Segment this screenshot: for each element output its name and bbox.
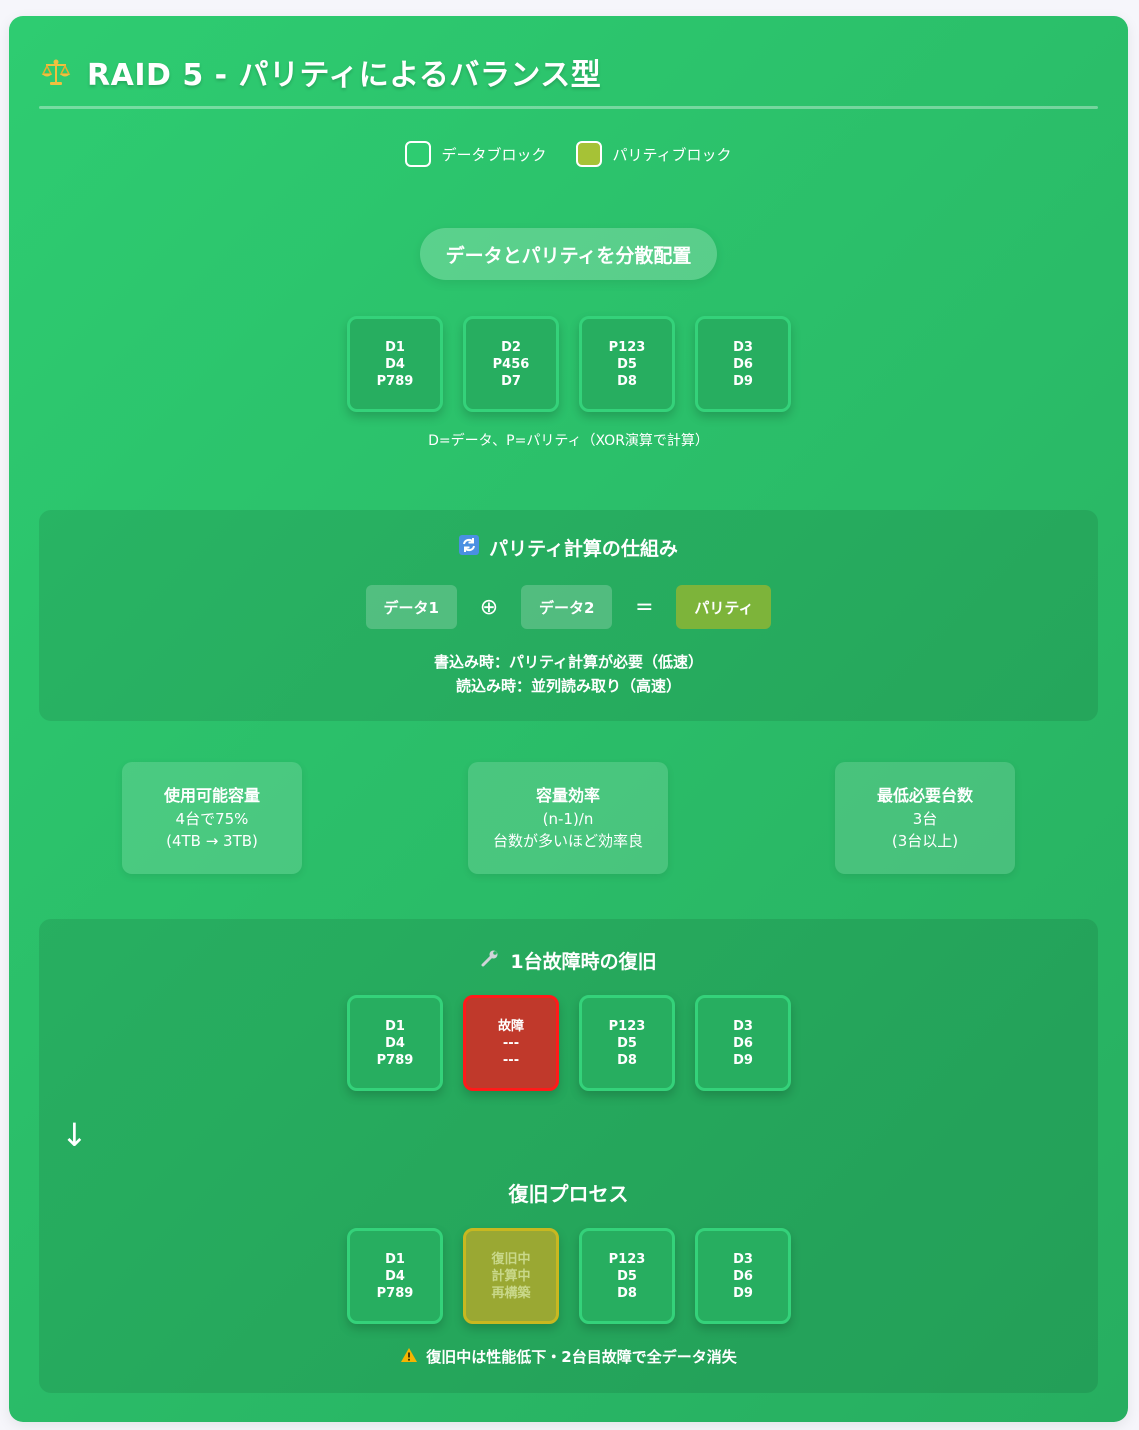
recovery-panel-title: 1台故障時の復旧: [510, 951, 657, 973]
parity-panel-header: パリティ計算の仕組み: [39, 534, 1098, 561]
xor-operator: ⊕: [479, 594, 499, 620]
parity-block-swatch: [576, 141, 603, 167]
distribution-label: データとパリティを分散配置: [420, 228, 717, 280]
wrench-icon: [480, 948, 500, 973]
parity-panel: パリティ計算の仕組み データ1 ⊕ データ2 = パリティ 書込み時：パリティ計…: [39, 510, 1098, 721]
disk-block: D5: [617, 1268, 637, 1284]
write-note: 書込み時：パリティ計算が必要（低速）: [433, 653, 704, 671]
disk-block: ---: [502, 1035, 520, 1051]
stat-efficiency-detail: 台数が多いほど効率良: [492, 831, 643, 850]
disk-4: D3 D6 D9: [695, 316, 791, 412]
disk-block: D4: [385, 1035, 405, 1051]
disk-block: D5: [617, 356, 637, 372]
legend: データブロック パリティブロック: [9, 141, 1128, 167]
stat-min-disks-detail: (3台以上): [891, 831, 959, 850]
disk-block: P456: [492, 356, 530, 372]
disk-block: D6: [733, 356, 753, 372]
disk-1: D1 D4 P789: [347, 995, 443, 1091]
disk-block: D4: [385, 356, 405, 372]
disk-block: 復旧中: [491, 1251, 531, 1267]
disk-4: D3 D6 D9: [695, 995, 791, 1091]
disk-block: P789: [376, 1285, 414, 1301]
recovery-panel-header: 1台故障時の復旧: [9, 947, 1128, 974]
disk-block: D8: [617, 373, 637, 389]
rebuilding-disk: 復旧中 計算中 再構築: [463, 1228, 559, 1324]
disk-2: D2 P456 D7: [463, 316, 559, 412]
warning-text: 復旧中は性能低下・2台目故障で全データ消失: [426, 1348, 737, 1366]
disk-block: D6: [733, 1035, 753, 1051]
stat-capacity-detail: (4TB → 3TB): [166, 831, 258, 850]
disk-block: D9: [733, 1285, 753, 1301]
disk-1: D1 D4 P789: [347, 1228, 443, 1324]
disk-block: D4: [385, 1268, 405, 1284]
legend-parity-label: パリティブロック: [612, 145, 732, 164]
distribution-note: D=データ、P=パリティ（XOR演算で計算）: [428, 433, 709, 449]
stat-efficiency: 容量効率 (n-1)/n 台数が多いほど効率良: [468, 762, 668, 874]
stat-capacity-value: 4台で75%: [175, 809, 249, 828]
disk-block: D1: [385, 1018, 405, 1034]
disk-block: D2: [501, 339, 521, 355]
disk-block: D7: [501, 373, 521, 389]
title-divider: [39, 106, 1098, 109]
failure-disk-row: D1 D4 P789 故障 --- --- P123 D5 D8 D3 D6 D…: [347, 995, 791, 1091]
balance-scale-icon: [39, 55, 73, 89]
warning-icon: [400, 1347, 418, 1367]
legend-item-parity: パリティブロック: [576, 141, 732, 167]
stat-capacity: 使用可能容量 4台で75% (4TB → 3TB): [122, 762, 302, 874]
stat-min-disks: 最低必要台数 3台 (3台以上): [835, 762, 1015, 874]
recovery-warning: 復旧中は性能低下・2台目故障で全データ消失: [9, 1346, 1128, 1367]
disk-1: D1 D4 P789: [347, 316, 443, 412]
disk-4: D3 D6 D9: [695, 1228, 791, 1324]
disk-block: ---: [502, 1052, 520, 1068]
refresh-icon: [459, 535, 480, 560]
data2-chip: データ2: [520, 585, 613, 629]
disk-block: P123: [608, 339, 646, 355]
equals-operator: =: [635, 594, 654, 620]
recovery-process-title: 復旧プロセス: [508, 1182, 629, 1206]
parity-formula: データ1 ⊕ データ2 = パリティ: [39, 585, 1098, 629]
page-title: RAID 5 - パリティによるバランス型: [87, 58, 602, 93]
disk-block: D8: [617, 1285, 637, 1301]
disk-3: P123 D5 D8: [579, 995, 675, 1091]
disk-block: D9: [733, 373, 753, 389]
disk-block: P123: [608, 1251, 646, 1267]
data1-chip: データ1: [365, 585, 457, 629]
disk-block: D3: [733, 339, 753, 355]
disk-block: P789: [376, 1052, 414, 1068]
recovery-panel: [39, 919, 1098, 1393]
title-row: RAID 5 - パリティによるバランス型: [39, 52, 602, 93]
rebuild-disk-row: D1 D4 P789 復旧中 計算中 再構築 P123 D5 D8 D3 D6 …: [347, 1228, 791, 1324]
disk-block: 再構築: [491, 1285, 531, 1301]
failed-disk: 故障 --- ---: [463, 995, 559, 1091]
parity-notes: 書込み時：パリティ計算が必要（低速） 読込み時：並列読み取り（高速）: [39, 650, 1098, 698]
stat-efficiency-title: 容量効率: [535, 785, 600, 805]
raid5-card: RAID 5 - パリティによるバランス型 データブロック パリティブロック デ…: [9, 16, 1128, 1422]
disk-3: P123 D5 D8: [579, 316, 675, 412]
disk-block: D3: [733, 1018, 753, 1034]
disk-block: 計算中: [491, 1268, 531, 1284]
read-note: 読込み時：並列読み取り（高速）: [455, 677, 681, 695]
disk-block: P123: [608, 1018, 646, 1034]
disk-block: D1: [385, 339, 405, 355]
disk-block: D6: [733, 1268, 753, 1284]
disk-block: D5: [617, 1035, 637, 1051]
disk-block: P789: [376, 373, 414, 389]
disk-block: D8: [617, 1052, 637, 1068]
data-block-swatch: [405, 141, 432, 167]
stat-min-disks-title: 最低必要台数: [876, 785, 973, 805]
stat-efficiency-value: (n-1)/n: [542, 809, 594, 828]
stat-capacity-title: 使用可能容量: [163, 785, 260, 805]
parity-panel-title: パリティ計算の仕組み: [489, 538, 678, 560]
legend-item-data: データブロック: [405, 141, 546, 167]
distribution-disk-row: D1 D4 P789 D2 P456 D7 P123 D5 D8 D3 D6 D…: [347, 316, 791, 412]
disk-3: P123 D5 D8: [579, 1228, 675, 1324]
parity-chip: パリティ: [676, 585, 772, 629]
legend-data-label: データブロック: [441, 145, 547, 164]
disk-block: D3: [733, 1251, 753, 1267]
disk-block: D1: [385, 1251, 405, 1267]
disk-block: 故障: [497, 1018, 524, 1034]
down-arrow-icon: ↓: [61, 1116, 88, 1154]
stat-min-disks-value: 3台: [912, 809, 938, 828]
disk-block: D9: [733, 1052, 753, 1068]
